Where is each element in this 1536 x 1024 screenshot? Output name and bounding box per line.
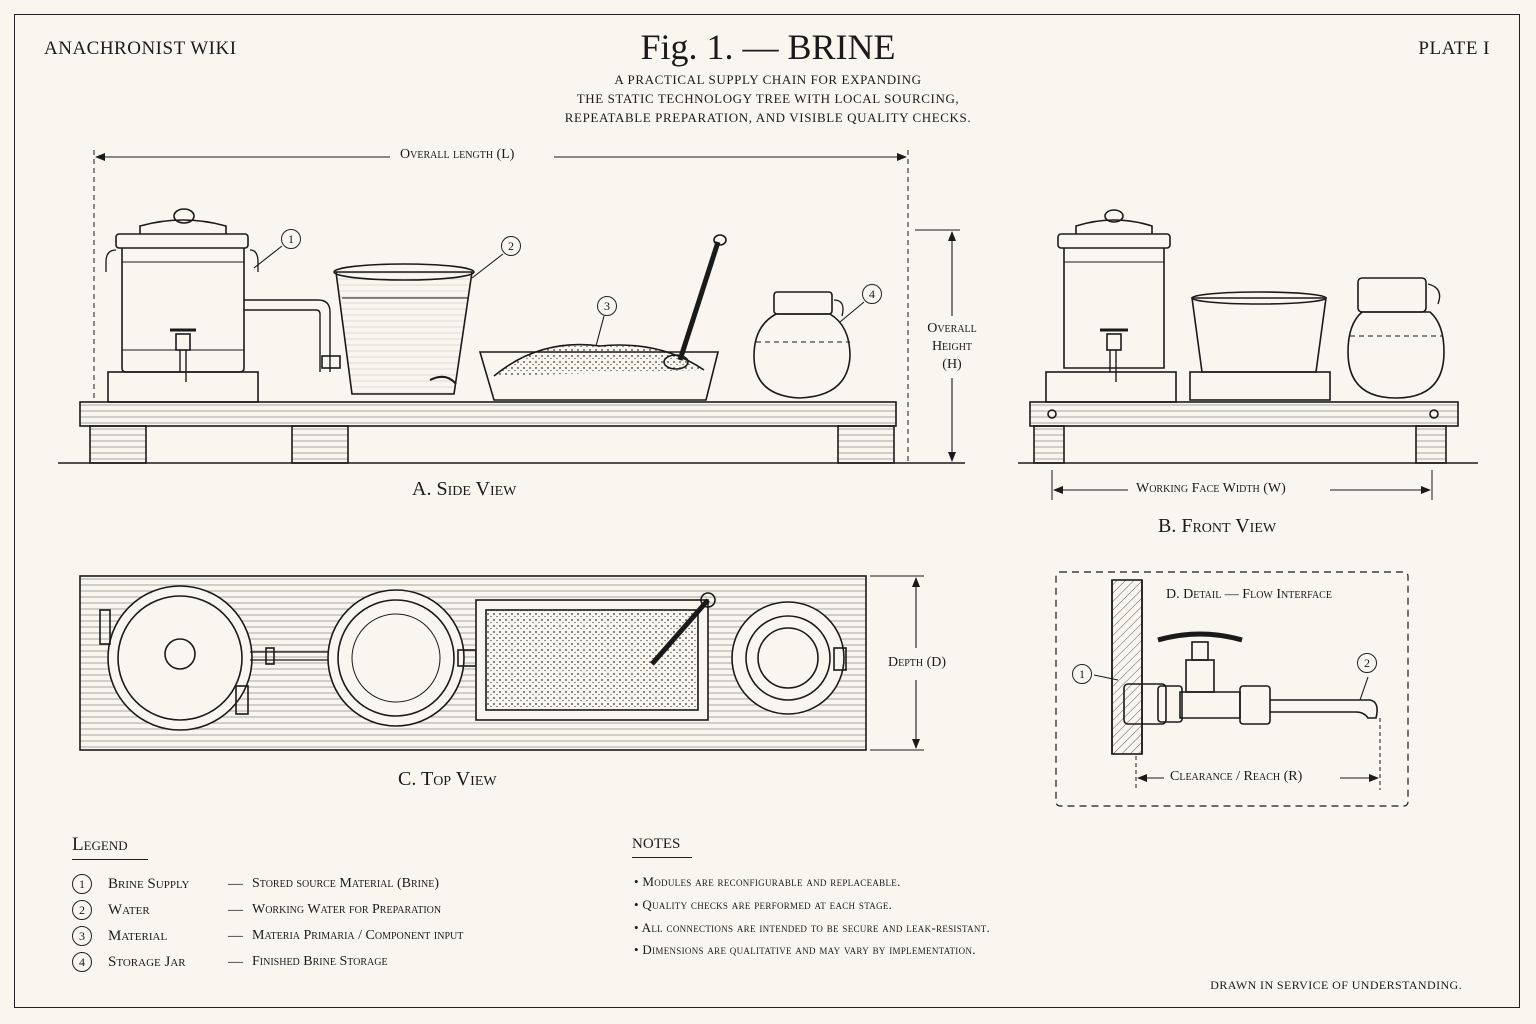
side-view-caption: A. Side View xyxy=(412,478,517,500)
subtitle-line: REPEATABLE PREPARATION, AND VISIBLE QUAL… xyxy=(564,110,972,125)
callout-2: 2 xyxy=(501,236,521,256)
height-label-line: (H) xyxy=(942,357,962,372)
subtitle-line: THE STATIC TECHNOLOGY TREE WITH LOCAL SO… xyxy=(576,91,960,106)
depth-label: Depth (D) xyxy=(882,655,953,671)
legend-name: Material xyxy=(108,927,168,944)
legend-dash: — xyxy=(228,953,243,970)
overall-height-label: Overall Height (H) xyxy=(914,320,990,374)
legend-desc: Stored source Material (Brine) xyxy=(252,876,439,891)
figure-subtitle: A PRACTICAL SUPPLY CHAIN FOR EXPANDING T… xyxy=(468,70,1068,127)
note-item: • Dimensions are qualitative and may var… xyxy=(634,942,976,957)
legend-desc: Finished Brine Storage xyxy=(252,954,388,969)
legend-item: 4 Storage Jar — Finished Brine Storage xyxy=(72,950,388,974)
top-view xyxy=(79,575,924,751)
legend-name: Storage Jar xyxy=(108,953,186,970)
height-label-line: Overall xyxy=(927,321,977,336)
legend-heading: Legend xyxy=(72,834,148,860)
legend-name: Water xyxy=(108,901,150,918)
front-view-caption: B. Front View xyxy=(1158,515,1277,537)
note-item: • All connections are intended to be sec… xyxy=(634,920,991,935)
legend-item: 3 Material — Materia Primaria / Componen… xyxy=(72,924,463,948)
callout-3: 3 xyxy=(597,296,617,316)
legend-name: Brine Supply xyxy=(108,875,190,892)
top-view-caption: C. Top View xyxy=(398,768,497,790)
plate-border xyxy=(14,14,1520,1008)
note-item: • Modules are reconfigurable and replace… xyxy=(634,874,901,889)
detail-view xyxy=(1055,571,1409,807)
legend-number: 4 xyxy=(72,952,92,972)
brand-label: ANACHRONIST WIKI xyxy=(44,38,237,59)
subtitle-line: A PRACTICAL SUPPLY CHAIN FOR EXPANDING xyxy=(614,72,922,87)
overall-length-label: Overall length (L) xyxy=(394,147,521,163)
legend-desc: Materia Primaria / Component input xyxy=(252,928,464,943)
callout-leaders-side xyxy=(253,245,865,347)
working-face-width-label: Working Face Width (W) xyxy=(1130,481,1292,497)
detail-callout-2: 2 xyxy=(1357,653,1377,673)
legend-item: 2 Water — Working Water for Preparation xyxy=(72,898,441,922)
clearance-reach-label: Clearance / Reach (R) xyxy=(1164,769,1309,785)
note-item: • Quality checks are performed at each s… xyxy=(634,897,893,912)
plate-number: PLATE I xyxy=(1418,38,1490,59)
detail-callout-1: 1 xyxy=(1072,664,1092,684)
legend-number: 3 xyxy=(72,926,92,946)
figure-title: Fig. 1. — BRINE xyxy=(640,27,896,67)
height-label-line: Height xyxy=(931,339,973,354)
front-view xyxy=(1018,209,1478,500)
legend-item: 1 Brine Supply — Stored source Material … xyxy=(72,872,439,896)
legend-number: 1 xyxy=(72,874,92,894)
detail-title: D. Detail — Flow Interface xyxy=(1166,587,1332,602)
legend-dash: — xyxy=(228,875,243,892)
legend-dash: — xyxy=(228,901,243,918)
footer-motto: DRAWN IN SERVICE OF UNDERSTANDING. xyxy=(1210,978,1462,992)
legend-number: 2 xyxy=(72,900,92,920)
notes-heading: NOTES xyxy=(632,836,692,858)
callout-4: 4 xyxy=(862,284,882,304)
legend-dash: — xyxy=(228,927,243,944)
legend-desc: Working Water for Preparation xyxy=(252,902,442,917)
callout-1: 1 xyxy=(281,229,301,249)
side-view xyxy=(58,150,965,464)
